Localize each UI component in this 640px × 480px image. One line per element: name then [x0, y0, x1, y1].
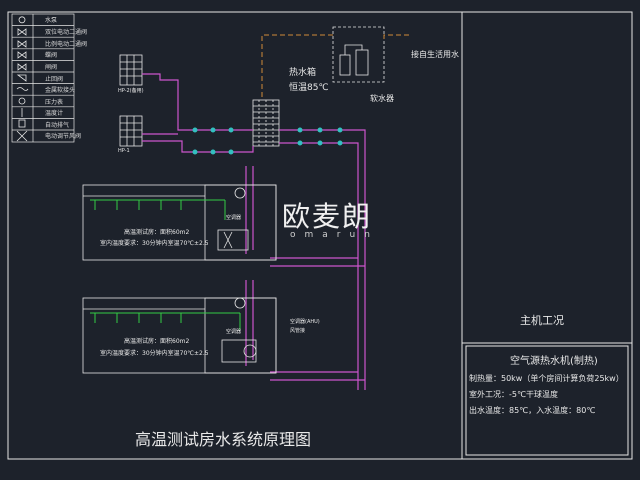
legend-item: 电动调节风阀: [45, 133, 82, 140]
softener-label: 软水器: [370, 94, 394, 103]
room1-requirement: 室内温度要求：30分钟内室温70℃±2.5: [100, 240, 209, 247]
test-room-1-ahu: [217, 187, 249, 251]
heat-pump-hp2: [119, 54, 143, 86]
water-softener: [332, 26, 385, 83]
drawing-border-main: [7, 11, 463, 460]
conditions-line: 出水温度：85℃，入水温度：80℃: [469, 406, 596, 415]
unit-label-hp2: HP-2(备用): [118, 88, 144, 94]
pipe-city-water: [261, 34, 409, 100]
legend-item: 止回阀: [45, 76, 64, 83]
legend-item: 双位电动二通阀: [45, 29, 88, 36]
conditions-box: [465, 345, 629, 456]
legend-item: 蝶阀: [45, 52, 58, 59]
legend-table: [11, 13, 75, 143]
test-room-1-outline: [82, 184, 277, 261]
watermark-brand: 欧麦朗: [282, 200, 373, 233]
room1-area: 高温测试房：面积60m2: [124, 229, 190, 236]
drawing-title: 高温测试房水系统原理图: [135, 430, 312, 449]
city-water-label: 接自生活用水: [411, 50, 459, 59]
legend-header: 水泵: [45, 17, 58, 24]
pipe-supply-return: [142, 73, 366, 390]
hot-water-tank: [252, 99, 280, 147]
test-room-1-branches: [90, 199, 226, 220]
legend-item: 比例电动二通阀: [45, 41, 88, 48]
conditions-subtitle: 空气源热水机(制热): [510, 356, 598, 367]
legend-item: 自动排气: [45, 122, 70, 129]
legend-item: 温度计: [45, 110, 64, 117]
heat-pump-hp1: [119, 115, 143, 147]
watermark-sub: omarun: [290, 230, 379, 240]
conditions-line: 室外工况：-5℃干球温度: [469, 390, 558, 399]
room2-ahu-note: 空调器(AHU): [290, 319, 320, 325]
test-room-2-branches: [90, 312, 241, 330]
legend-item: 压力表: [45, 99, 64, 106]
valves: [192, 127, 343, 155]
room2-ahu: 空调器: [226, 329, 242, 335]
legend-item: 闸阀: [45, 64, 58, 71]
test-room-2-ahu: [221, 297, 257, 363]
conditions-header: 主机工况: [520, 314, 564, 327]
room2-area: 高温测试房：面积60m2: [124, 338, 190, 345]
legend-symbols: [16, 16, 29, 142]
room2-requirement: 室内温度要求：30分钟内室温70℃±2.5: [100, 350, 209, 357]
room2-ahu-note2: 风管接: [290, 328, 306, 334]
legend-item: 金属软接头: [45, 87, 76, 94]
conditions-line: 制热量：50kw（单个房间计算负荷25kw）: [469, 374, 624, 383]
drawing-border-side: [461, 11, 633, 460]
unit-label-hp1: HP-1: [118, 148, 130, 154]
tank-temp: 恒温85℃: [289, 83, 329, 93]
tank-label: 热水箱: [289, 68, 317, 78]
room1-ahu: 空调器: [226, 215, 242, 221]
